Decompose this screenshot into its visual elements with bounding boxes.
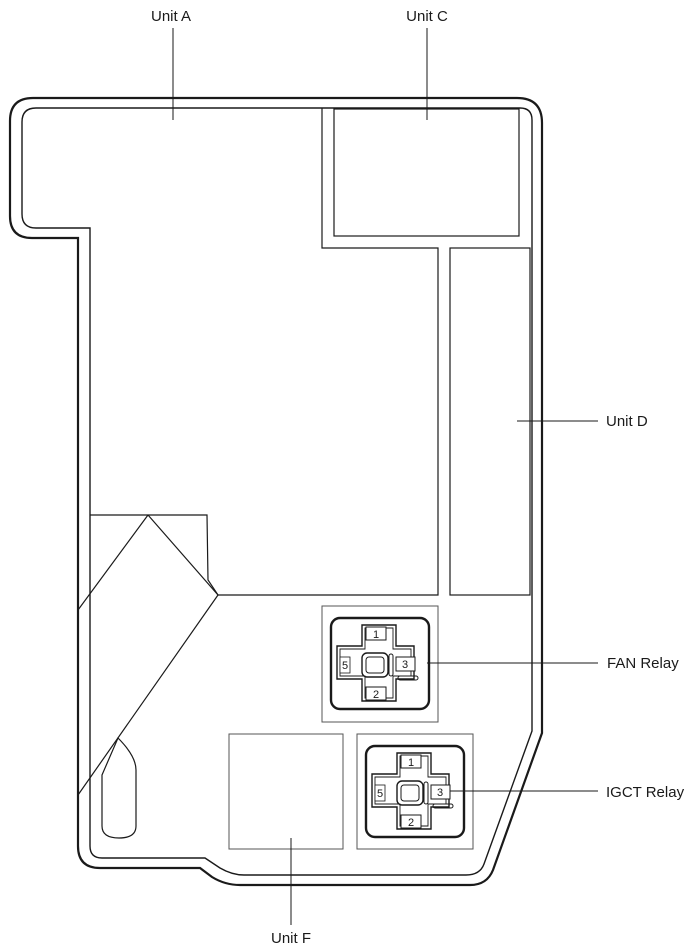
fan-relay-cross (336, 624, 415, 702)
unit-f-box (228, 733, 344, 850)
fan-relay-pin-5: 5 (342, 660, 348, 672)
igct-relay-pin-5: 5 (377, 788, 383, 800)
fan-relay-pin-5-box (339, 656, 351, 674)
unit-c-box (333, 108, 520, 237)
igct-relay-tab (432, 803, 454, 809)
fan-relay-pin-1-box (365, 626, 387, 641)
fan-relay-bar (388, 653, 394, 677)
igct-relay-pin-2-box (400, 814, 422, 829)
channel-upper-line (77, 514, 149, 611)
fan-relay-pin-1: 1 (373, 629, 379, 641)
igct-relay-cross (371, 752, 450, 830)
igct-relay-pin-5-box (374, 784, 386, 802)
fan-relay-tab (397, 675, 419, 681)
igct-relay: 1 2 3 5 (356, 733, 474, 850)
igct-relay-pin-2: 2 (408, 817, 414, 829)
igct-relay-core-inner (400, 784, 420, 802)
fan-relay-pin-2: 2 (373, 689, 379, 701)
igct-relay-label: IGCT Relay (606, 784, 685, 801)
unit-c-label: Unit C (406, 8, 448, 25)
fan-relay-core (361, 652, 389, 678)
igct-relay-core (396, 780, 424, 806)
housing-outline (8, 96, 544, 887)
igct-relay-bar (423, 781, 429, 805)
fan-relay-label: FAN Relay (607, 655, 679, 672)
fan-relay-frame (321, 605, 439, 723)
housing-inner-edge (21, 107, 533, 876)
leader-lines (172, 28, 598, 925)
fan-relay: 1 2 3 5 (321, 605, 439, 723)
unit-a-region (90, 108, 439, 596)
fan-relay-core-inner (365, 656, 385, 674)
fan-relay-cross-inner (339, 627, 412, 699)
igct-relay-cross-inner (374, 755, 447, 827)
igct-relay-pin-1: 1 (408, 757, 414, 769)
channel-lower-line (77, 594, 219, 796)
fan-relay-pin-3-box (395, 656, 416, 672)
fan-relay-pin-3: 3 (402, 659, 408, 671)
unit-a-label: Unit A (151, 8, 191, 25)
fan-relay-pin-2-box (365, 686, 387, 701)
igct-relay-pin-3: 3 (437, 787, 443, 799)
channel-apex-line (147, 514, 219, 596)
diagonal-channel (77, 514, 219, 796)
igct-relay-pin-1-box (400, 754, 422, 769)
igct-relay-pin-3-box (430, 784, 451, 800)
unit-f-label: Unit F (271, 930, 311, 947)
unit-d-label: Unit D (606, 413, 648, 430)
housing-outer-edge (8, 96, 544, 887)
slot-cutout (101, 736, 137, 839)
